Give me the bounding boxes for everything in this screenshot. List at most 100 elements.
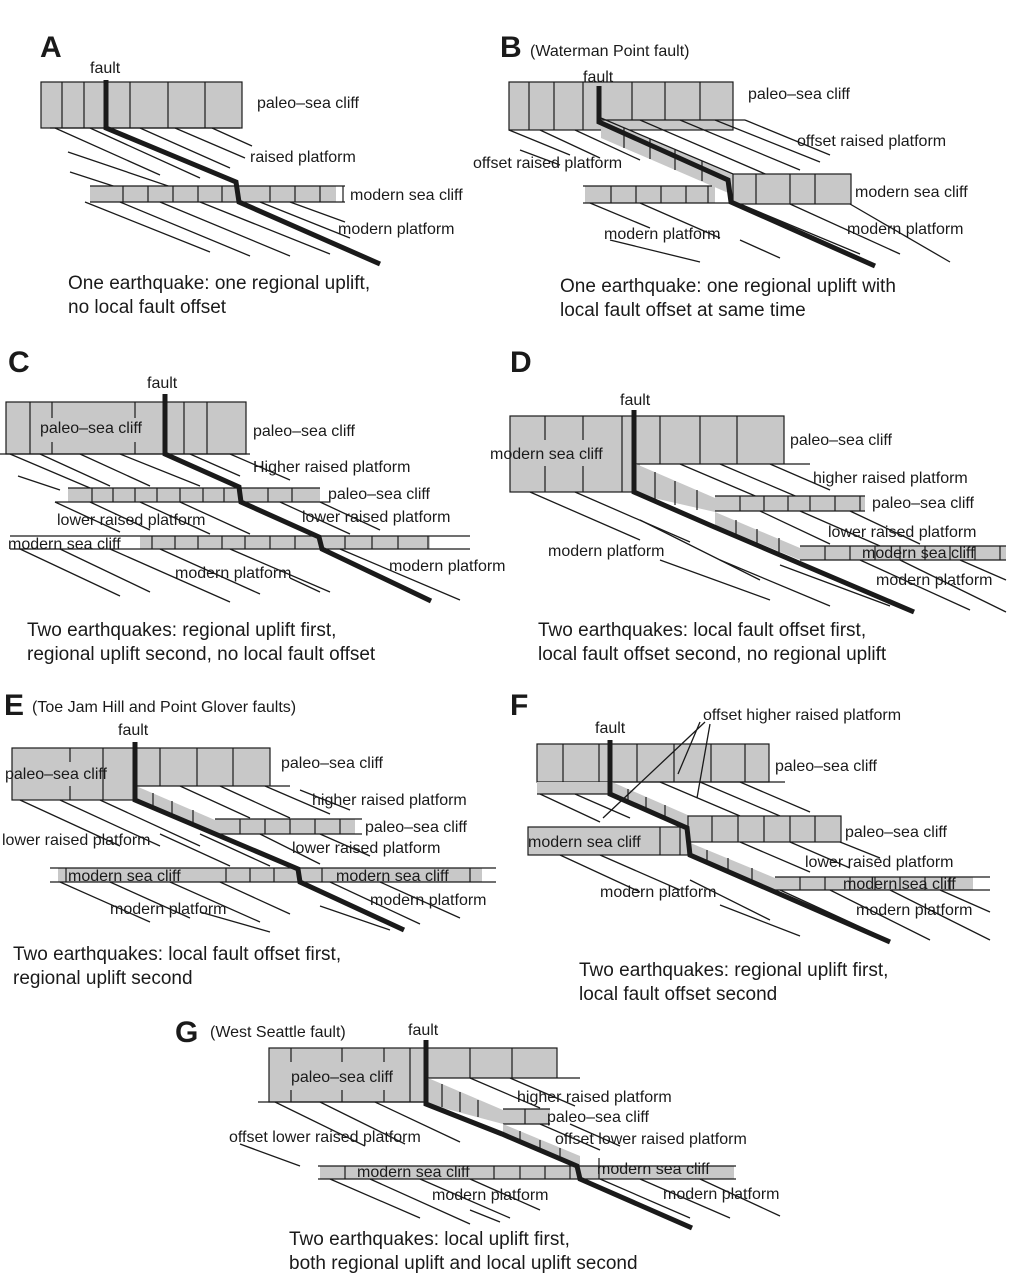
panel-f-leader-line-1 [602, 721, 706, 819]
panel-d-modern-sea-cliff-left-label: modern sea cliff [490, 446, 603, 463]
panel-e-higher-raised-platform [179, 785, 351, 819]
panel-d-caption-line-1: Two earthquakes: local fault offset firs… [538, 620, 866, 641]
panel-d-caption-line-2: local fault offset second, no regional u… [538, 644, 887, 665]
panel-e-title: (Toe Jam Hill and Point Glover faults) [32, 699, 296, 716]
panel-c-caption-line-1: Two earthquakes: regional uplift first, [27, 620, 336, 641]
panel-b-modern-platform-right-label: modern platform [847, 221, 964, 238]
panel-e: E (Toe Jam Hill and Point Glover faults)… [2, 689, 496, 989]
panel-f-modern-platform-left-label: modern platform [600, 884, 717, 901]
panel-b-offset-raised-platform-right-label: offset raised platform [797, 133, 946, 150]
panel-c: C fault [0, 346, 506, 665]
panel-b-modern-platform-left-label: modern platform [604, 226, 721, 243]
panel-e-paleo-sea-cliff-strip [215, 818, 362, 835]
panel-d-modern-platform-right-label: modern platform [876, 572, 993, 589]
panel-e-modern-platform [59, 881, 461, 933]
panel-f-modern-sea-cliff-right-label: modern sea cliff [843, 876, 956, 893]
panel-d-modern-sea-cliff-strip [800, 545, 1006, 561]
panel-b-modern-sea-cliff [732, 173, 852, 205]
panel-c-modern-platform-right-label: modern platform [389, 558, 506, 575]
panel-f-modern-platform [559, 854, 991, 941]
panel-e-higher-raised-platform-label: higher raised platform [312, 792, 467, 809]
panel-g-modern-sea-cliff-left-label: modern sea cliff [357, 1164, 470, 1181]
panel-e-fault-line [132, 742, 406, 933]
panel-g-offset-lower-raised-platform-left-label: offset lower raised platform [229, 1129, 421, 1146]
panel-e-lower-raised-platform-right-label: lower raised platform [292, 840, 441, 857]
panel-d-lower-raised-platform [759, 510, 921, 547]
panel-f-modern-sea-cliff-strip [775, 876, 990, 891]
panel-e-paleo-sea-cliff-left-label: paleo–sea cliff [5, 766, 108, 783]
panel-c-paleo-sea-cliff-block [5, 401, 247, 455]
panel-a-paleo-sea-cliff-label: paleo–sea cliff [257, 95, 360, 112]
panel-a: A fault [40, 31, 463, 318]
panel-c-higher-raised-platform-label: Higher raised platform [253, 459, 410, 476]
panel-e-modern-sea-cliff-right-label: modern sea cliff [336, 868, 449, 885]
panel-e-paleo-sea-cliff-mid-label: paleo–sea cliff [365, 819, 468, 836]
panel-g-modern-platform-left-label: modern platform [432, 1187, 549, 1204]
panel-c-mid-strip [55, 487, 330, 503]
panel-b-modern-sea-cliff-label: modern sea cliff [855, 184, 968, 201]
panel-a-modern-sea-cliff-label: modern sea cliff [350, 187, 463, 204]
panel-c-paleo-sea-cliff-mid-label: paleo–sea cliff [328, 486, 431, 503]
panel-e-modern-platform-right-label: modern platform [370, 892, 487, 909]
panel-a-modern-sea-cliff [90, 185, 345, 203]
panel-b-paleo-sea-cliff-label: paleo–sea cliff [748, 86, 851, 103]
panel-f-caption-line-2: local fault offset second [579, 984, 777, 1005]
panel-c-caption-line-2: regional uplift second, no local fault o… [27, 644, 376, 665]
panel-d-modern-platform [529, 491, 1007, 613]
panel-c-paleo-sea-cliff-inner-label: paleo–sea cliff [40, 420, 143, 437]
panel-f-offset-higher-raised-platform-label: offset higher raised platform [703, 707, 901, 724]
panel-g-modern-sea-cliff-right-label: modern sea cliff [597, 1161, 710, 1178]
panel-b-offset-raised-platform-left-label: offset raised platform [473, 155, 622, 172]
panel-e-fault-label: fault [118, 722, 149, 739]
panel-e-modern-sea-cliff-strip [50, 867, 496, 883]
panel-a-caption-line-1: One earthquake: one regional uplift, [68, 273, 370, 294]
panel-b-paleo-sea-cliff [508, 81, 734, 131]
panel-g-modern-platform-right-label: modern platform [663, 1186, 780, 1203]
panel-e-modern-platform-left-label: modern platform [110, 901, 227, 918]
panel-g-fault-line [423, 1040, 694, 1231]
panel-g-title: (West Seattle fault) [210, 1024, 346, 1041]
panel-g-caption-line-2: both regional uplift and local uplift se… [289, 1253, 638, 1274]
panel-d-paleo-sea-cliff-strip [715, 495, 865, 512]
panel-e-caption-line-1: Two earthquakes: local fault offset firs… [13, 944, 341, 965]
panel-a-letter: A [40, 31, 62, 64]
panel-b-title: (Waterman Point fault) [530, 43, 689, 60]
panel-f-caption-line-1: Two earthquakes: regional uplift first, [579, 960, 888, 981]
panel-c-paleo-sea-cliff-right-label: paleo–sea cliff [253, 423, 356, 440]
panel-d-fault-line [631, 410, 915, 615]
panel-g-offset-lower-raised-platform-right-label: offset lower raised platform [555, 1131, 747, 1148]
panel-f: F fault offset higher raised platform [510, 689, 991, 1005]
panel-f-leader-line-3 [677, 721, 701, 775]
panel-g-paleo-sea-cliff-top-label: paleo–sea cliff [291, 1069, 394, 1086]
panel-g-caption-line-1: Two earthquakes: local uplift first, [289, 1229, 570, 1250]
panel-e-paleo-sea-cliff-top-label: paleo–sea cliff [281, 755, 384, 772]
panel-d-paleo-sea-cliff-top-label: paleo–sea cliff [790, 432, 893, 449]
panel-c-lower-raised-platform [54, 501, 381, 535]
panel-g-paleo-sea-cliff-strip [503, 1108, 550, 1125]
panel-d-higher-raised-platform [679, 463, 831, 499]
panel-e-lower-raised-platform [19, 799, 371, 867]
panel-c-fault-line [162, 394, 433, 604]
panel-d-lower-raised-platform-label: lower raised platform [828, 524, 977, 541]
panel-g-higher-raised-platform [469, 1077, 576, 1109]
panel-c-letter: C [8, 346, 30, 379]
panel-c-higher-raised-platform [9, 453, 291, 491]
panel-e-modern-sea-cliff-left-label: modern sea cliff [68, 868, 181, 885]
panel-f-paleo-sea-cliff-block [687, 815, 842, 843]
panel-c-lower-raised-platform-left-label: lower raised platform [57, 512, 206, 529]
panel-d-modern-sea-cliff-right-label: modern sea cliff [862, 545, 975, 562]
panel-f-lower-raised-platform-label: lower raised platform [805, 854, 954, 871]
panel-d-higher-raised-platform-label: higher raised platform [813, 470, 968, 487]
panel-e-lower-raised-platform-left-label: lower raised platform [2, 832, 151, 849]
panel-d-modern-platform-left-label: modern platform [548, 543, 665, 560]
panel-f-paleo-sea-cliff-mid-label: paleo–sea cliff [845, 824, 948, 841]
panel-a-paleo-sea-cliff [40, 81, 243, 129]
panel-g-modern-platform [329, 1178, 781, 1225]
panel-g-paleo-sea-cliff-mid-label: paleo–sea cliff [547, 1109, 650, 1126]
panel-d-paleo-sea-cliff-mid-label: paleo–sea cliff [872, 495, 975, 512]
panel-c-modern-platform [19, 548, 461, 603]
panel-f-leader-line-2 [696, 723, 711, 799]
panel-a-modern-platform-label: modern platform [338, 221, 455, 238]
